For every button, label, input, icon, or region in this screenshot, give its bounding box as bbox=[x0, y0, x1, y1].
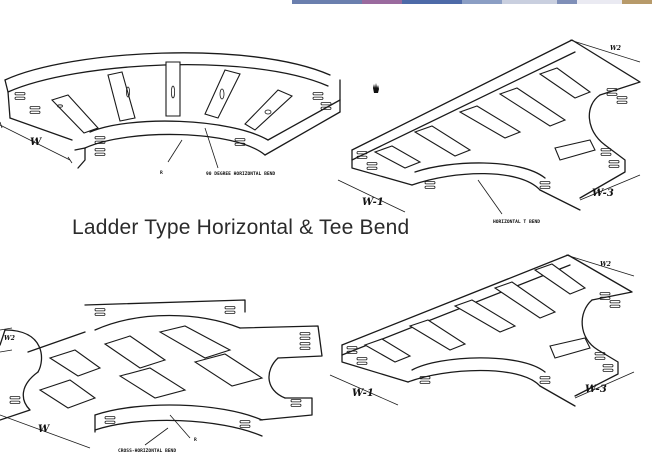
tee-bend-bottom-drawing: W-1 W-3 W2 bbox=[329, 254, 635, 407]
bend-90-drawing: W R 90 DEGREE HORIZONTAL BEND bbox=[0, 52, 341, 177]
tee-top-caption: HORIZONTAL T BEND bbox=[493, 219, 540, 225]
tee-top-w3-label: W-3 bbox=[592, 188, 614, 199]
bend-90-width-label: W bbox=[30, 137, 43, 148]
page-heading: Ladder Type Horizontal & Tee Bend bbox=[72, 216, 410, 239]
cross-end-label: W2 bbox=[4, 335, 15, 342]
tee-top-w2-label: W2 bbox=[610, 45, 621, 52]
tee-bend-top-drawing: W-1 W-3 W2 HORIZONTAL T BEND bbox=[337, 39, 641, 225]
cross-caption: CROSS-HORIZONTAL BEND bbox=[118, 448, 176, 454]
cross-bend-drawing: W2 W R CROSS-HORIZONTAL BEND bbox=[0, 299, 323, 454]
top-banner-strip bbox=[292, 0, 652, 4]
cross-side-label: W bbox=[38, 424, 51, 435]
cross-radius-label: R bbox=[194, 437, 197, 443]
tee-bottom-w1-label: W-1 bbox=[352, 388, 374, 399]
tee-bottom-w3-label: W-3 bbox=[585, 384, 607, 395]
tee-top-w1-label: W-1 bbox=[362, 197, 384, 208]
bend-90-caption: 90 DEGREE HORIZONTAL BEND bbox=[206, 171, 275, 177]
hand-cursor-icon bbox=[373, 83, 379, 93]
tee-bottom-w2-label: W2 bbox=[600, 261, 611, 268]
bend-90-radius-label: R bbox=[160, 170, 163, 176]
